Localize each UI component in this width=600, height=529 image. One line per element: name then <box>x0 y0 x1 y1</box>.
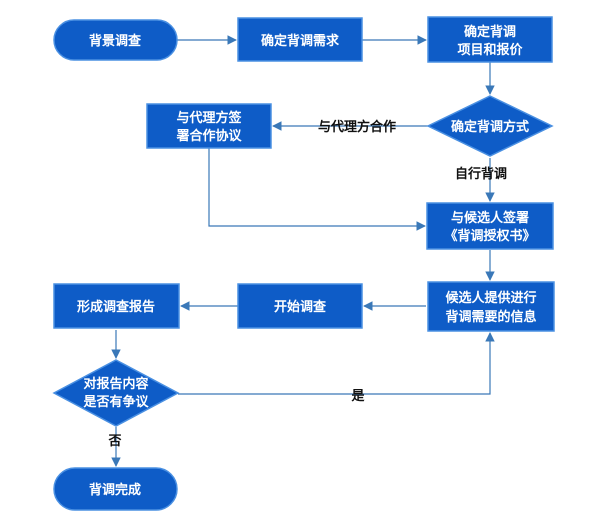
node-dispute: 对报告内容 是否有争议 <box>52 359 180 427</box>
node-method: 确定背调方式 <box>426 95 554 157</box>
node-needs: 确定背调需求 <box>237 17 363 62</box>
node-info: 候选人提供进行 背调需要的信息 <box>427 281 555 332</box>
node-method-label: 确定背调方式 <box>451 119 529 135</box>
edge-label-yes: 是 <box>350 389 365 404</box>
node-dispute-label-1: 对报告内容 <box>83 376 148 392</box>
edge-label-self: 自行背调 <box>455 166 507 182</box>
node-info-label-2: 背调需要的信息 <box>445 309 536 325</box>
node-begin: 开始调查 <box>237 283 363 329</box>
edge-label-no: 否 <box>107 434 121 449</box>
node-info-label-1: 候选人提供进行 <box>445 290 536 306</box>
node-start: 背景调查 <box>53 19 178 61</box>
node-agency-label-2: 署合作协议 <box>176 128 242 144</box>
node-auth: 与候选人签署 《背调授权书》 <box>426 202 554 250</box>
edge-label-agency: 与代理方合作 <box>318 119 396 135</box>
edge-agency-to-auth <box>208 148 426 231</box>
node-agency-label-1: 与代理方签 <box>176 110 242 126</box>
node-start-label: 背景调查 <box>89 33 142 49</box>
node-end: 背调完成 <box>53 467 178 511</box>
node-begin-label: 开始调查 <box>274 299 327 315</box>
node-end-label: 背调完成 <box>89 482 141 498</box>
node-auth-label-1: 与候选人签署 <box>451 210 529 226</box>
node-items-label-1: 确定背调 <box>464 24 516 40</box>
node-needs-label: 确定背调需求 <box>261 33 340 49</box>
node-items: 确定背调 项目和报价 <box>427 16 553 63</box>
node-dispute-label-2: 是否有争议 <box>82 394 149 410</box>
edge-dispute-yes-to-info <box>178 332 495 395</box>
node-report: 形成调查报告 <box>53 283 180 329</box>
node-agency: 与代理方签 署合作协议 <box>146 103 272 149</box>
node-auth-label-2: 《背调授权书》 <box>444 228 535 244</box>
node-items-label-2: 项目和报价 <box>457 42 523 58</box>
node-report-label: 形成调查报告 <box>77 299 155 315</box>
